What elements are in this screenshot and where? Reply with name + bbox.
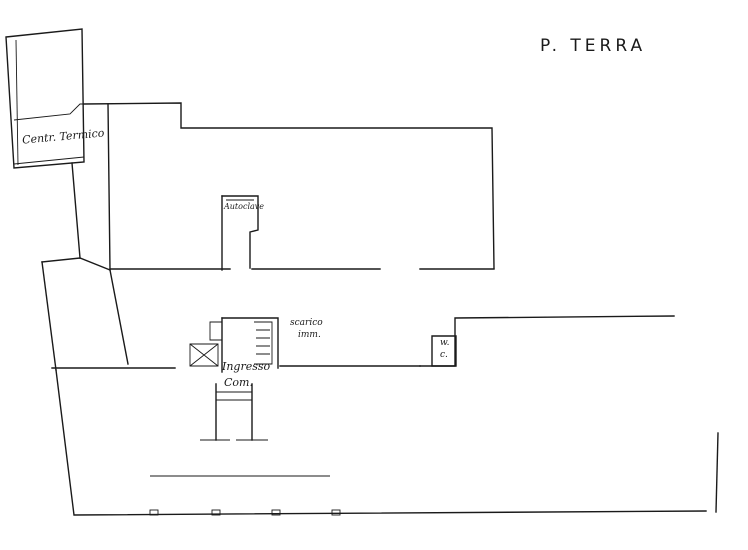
label-autoclave: Autoclave bbox=[224, 202, 265, 211]
label-entrance-2: Com. bbox=[224, 376, 253, 389]
label-wc-2: c. bbox=[440, 350, 448, 360]
thermal-plant-room bbox=[5, 28, 85, 169]
autoclave-room bbox=[221, 195, 259, 271]
label-drain-2: imm. bbox=[298, 330, 321, 340]
label-entrance-1: Ingresso bbox=[222, 360, 271, 373]
wc-room bbox=[431, 335, 457, 367]
lower-block bbox=[41, 257, 719, 516]
label-drain-1: scarico bbox=[290, 318, 323, 328]
wall-link-left bbox=[71, 162, 81, 259]
label-wc-1: w. bbox=[440, 338, 450, 348]
entrance-stair bbox=[189, 317, 279, 441]
wall-link-upper bbox=[83, 102, 495, 269]
columns bbox=[149, 475, 341, 516]
upper-block bbox=[107, 103, 495, 271]
floor-title: P. TERRA bbox=[540, 36, 647, 56]
